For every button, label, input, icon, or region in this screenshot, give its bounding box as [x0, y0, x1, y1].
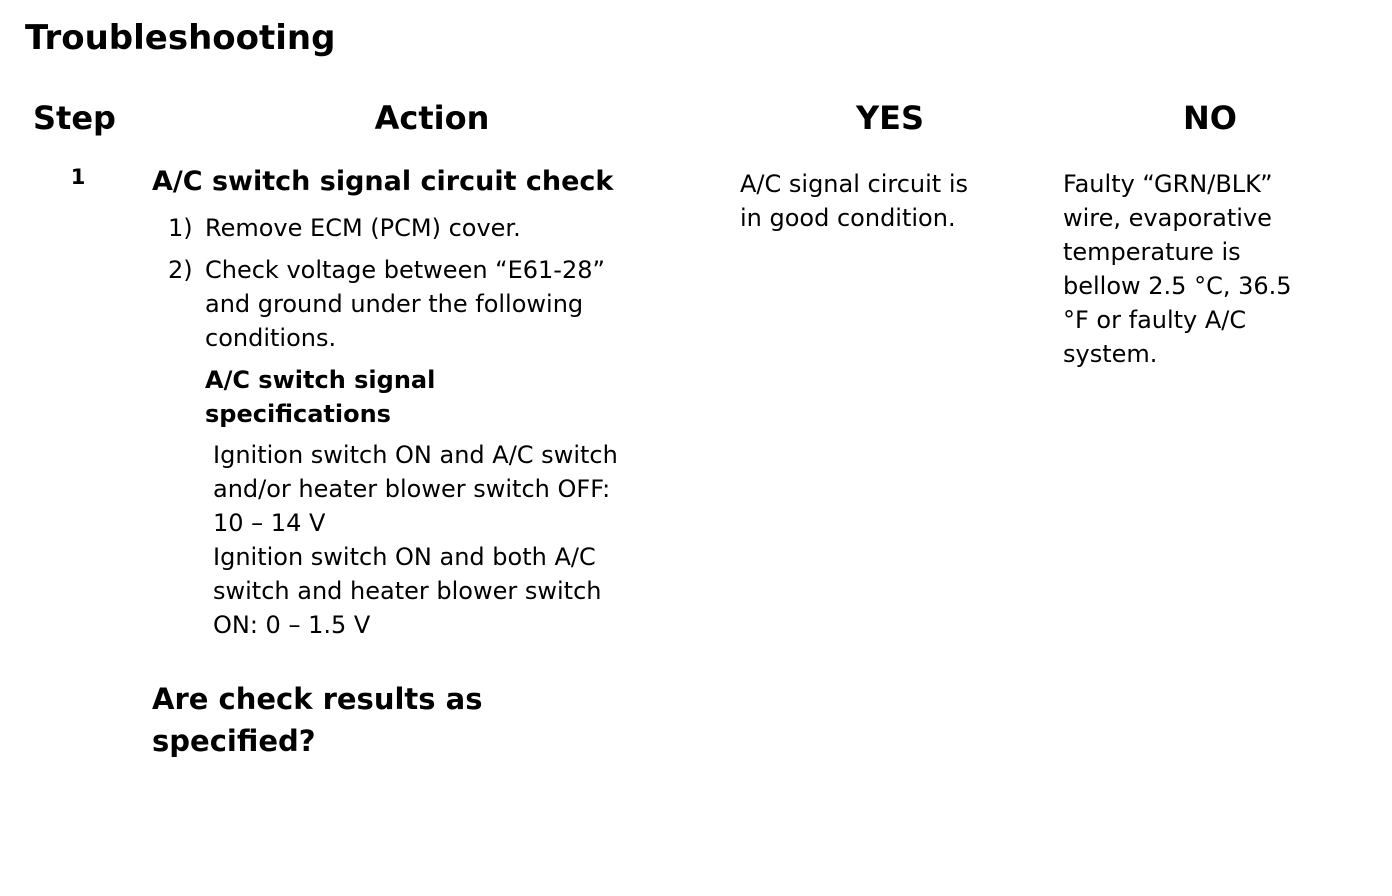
- column-header-action: Action: [374, 99, 490, 137]
- yes-cell: A/C signal circuit is in good condition.: [740, 170, 968, 232]
- action-question: Are check results as specified?: [152, 682, 483, 758]
- list-item: 1) Remove ECM (PCM) cover.: [152, 211, 718, 245]
- column-header-yes: YES: [855, 99, 925, 137]
- list-item-number: 2): [168, 256, 193, 284]
- action-step-list: 1) Remove ECM (PCM) cover. 2) Check volt…: [152, 211, 718, 355]
- page-title: Troubleshooting: [25, 18, 336, 58]
- spec-text: Ignition switch ON and A/C switch and/or…: [213, 441, 618, 639]
- column-header-no: NO: [1183, 99, 1237, 137]
- column-header-step: Step: [33, 99, 116, 137]
- list-item-text: Check voltage between “E61-28” and groun…: [205, 256, 605, 352]
- spec-heading: A/C switch signal specifications: [205, 366, 436, 428]
- step-number: 1: [70, 165, 86, 189]
- action-cell: A/C switch signal circuit check 1) Remov…: [152, 166, 718, 762]
- list-item-number: 1): [168, 214, 193, 242]
- action-heading: A/C switch signal circuit check: [152, 166, 614, 197]
- no-cell: Faulty “GRN/BLK” wire, evaporative tempe…: [1063, 170, 1292, 368]
- list-item: 2) Check voltage between “E61-28” and gr…: [152, 253, 718, 355]
- list-item-text: Remove ECM (PCM) cover.: [205, 214, 521, 242]
